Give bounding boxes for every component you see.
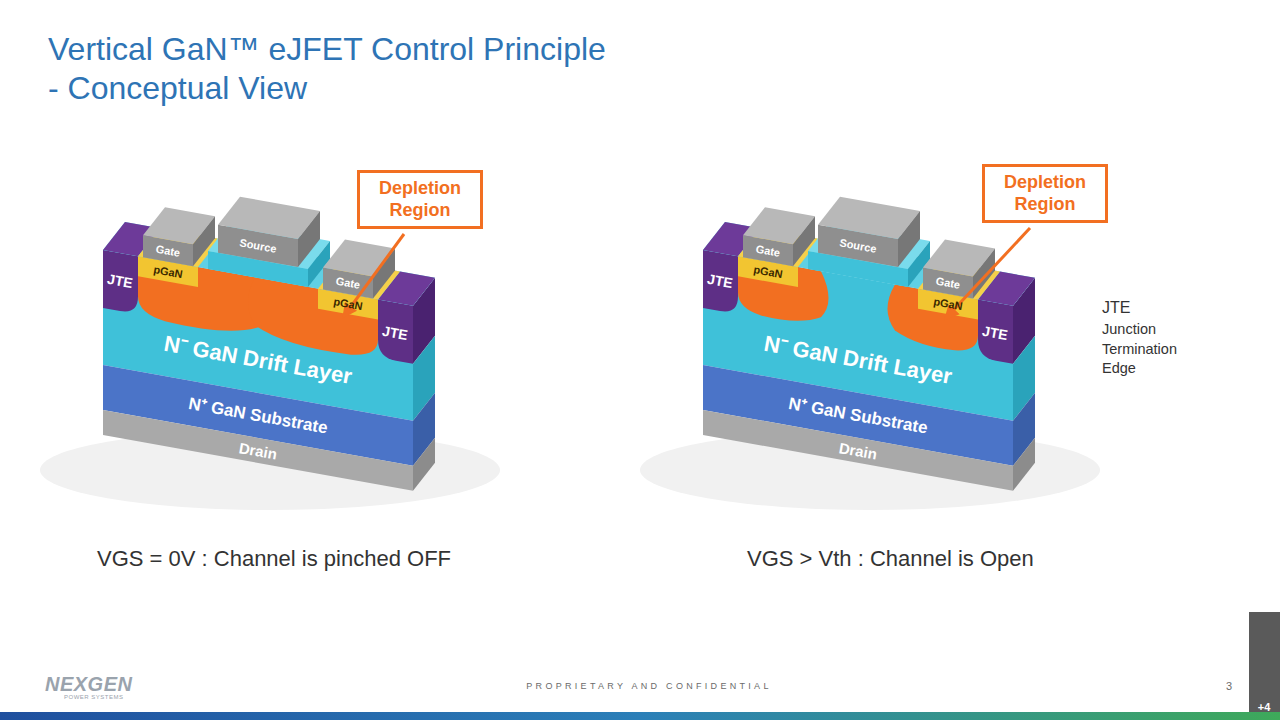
company-logo: NEXGEN xyxy=(45,673,132,696)
note-text: Junction Termination Edge xyxy=(1102,320,1194,379)
callout-box: Depletion Region xyxy=(357,170,483,229)
callout-text: Depletion Region xyxy=(993,172,1097,215)
slide-title: Vertical GaN™ eJFET Control Principle - … xyxy=(48,30,618,108)
page-number: 3 xyxy=(1226,680,1232,693)
caption: VGS > Vth : Channel is Open xyxy=(747,546,1034,571)
caption: VGS = 0V : Channel is pinched OFF xyxy=(97,546,451,571)
callout-box: Depletion Region xyxy=(982,164,1108,223)
callout-text: Depletion Region xyxy=(368,178,472,221)
note-term: JTE xyxy=(1102,299,1130,317)
confidentiality-note: PROPRIETARY AND CONFIDENTIAL xyxy=(526,681,771,691)
slide-count: +4 xyxy=(1258,701,1271,714)
logo-subtitle: POWER SYSTEMS xyxy=(64,694,124,701)
